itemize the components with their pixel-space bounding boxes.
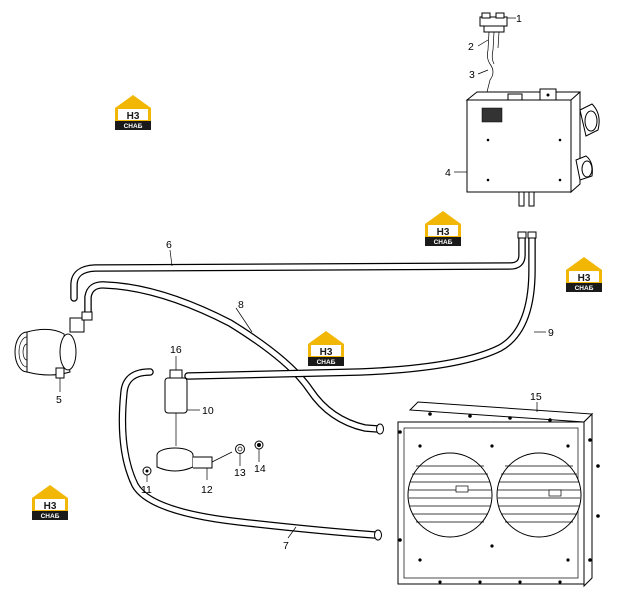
fan-grille-lines xyxy=(409,465,580,523)
nut-part-14 xyxy=(254,440,264,450)
watermark-logo: H3 СНАБ xyxy=(32,485,68,520)
callout-15: 15 xyxy=(530,391,542,403)
callout-7: 7 xyxy=(283,540,289,552)
callout-5: 5 xyxy=(56,394,62,406)
receiver-drier-part-10 xyxy=(164,369,188,446)
hose-7 xyxy=(118,368,382,541)
svg-text:H3: H3 xyxy=(44,501,57,512)
hose-end-fittings xyxy=(517,231,537,239)
switch-part-1 xyxy=(479,12,508,33)
watermark-logo: H3 СНАБ xyxy=(308,331,344,366)
svg-text:СНАБ: СНАБ xyxy=(317,359,336,366)
callout-8: 8 xyxy=(238,299,244,311)
svg-text:СНАБ: СНАБ xyxy=(41,513,60,520)
callout-14: 14 xyxy=(254,463,266,475)
leader-lines xyxy=(59,17,546,539)
hose-9 xyxy=(184,232,536,380)
mounting-holes xyxy=(398,412,600,584)
hose-8 xyxy=(84,281,384,435)
svg-text:СНАБ: СНАБ xyxy=(124,123,143,130)
bolt-part-11 xyxy=(142,466,152,476)
condenser-part-15 xyxy=(397,401,600,588)
svg-text:H3: H3 xyxy=(578,273,591,284)
svg-text:СНАБ: СНАБ xyxy=(575,285,594,292)
bracket-part-12 xyxy=(156,447,233,472)
svg-text:СНАБ: СНАБ xyxy=(434,239,453,246)
callout-11: 11 xyxy=(141,484,152,496)
callout-16: 16 xyxy=(170,344,182,356)
callout-4: 4 xyxy=(445,167,451,179)
svg-text:H3: H3 xyxy=(437,227,450,238)
callout-13: 13 xyxy=(234,467,246,479)
callout-10: 10 xyxy=(202,405,214,417)
callout-1: 1 xyxy=(516,13,522,25)
svg-text:H3: H3 xyxy=(320,347,333,358)
watermark-logo: H3 СНАБ xyxy=(425,211,461,246)
callout-9: 9 xyxy=(548,327,554,339)
watermark-logo: H3 СНАБ xyxy=(115,95,151,130)
heater-unit-part-4 xyxy=(465,88,600,207)
callout-labels: 1 2 3 4 5 6 7 8 9 10 11 12 13 14 15 16 xyxy=(56,13,554,552)
callout-3: 3 xyxy=(469,69,475,81)
compressor-part-5 xyxy=(14,311,93,379)
wire-harness-part-2-3 xyxy=(486,31,500,93)
svg-text:H3: H3 xyxy=(127,111,140,122)
hose-6 xyxy=(70,232,526,302)
callout-12: 12 xyxy=(201,484,213,496)
watermark-logo: H3 СНАБ xyxy=(566,257,602,292)
washer-part-13 xyxy=(235,444,245,454)
callout-6: 6 xyxy=(166,239,172,251)
callout-2: 2 xyxy=(468,41,474,53)
